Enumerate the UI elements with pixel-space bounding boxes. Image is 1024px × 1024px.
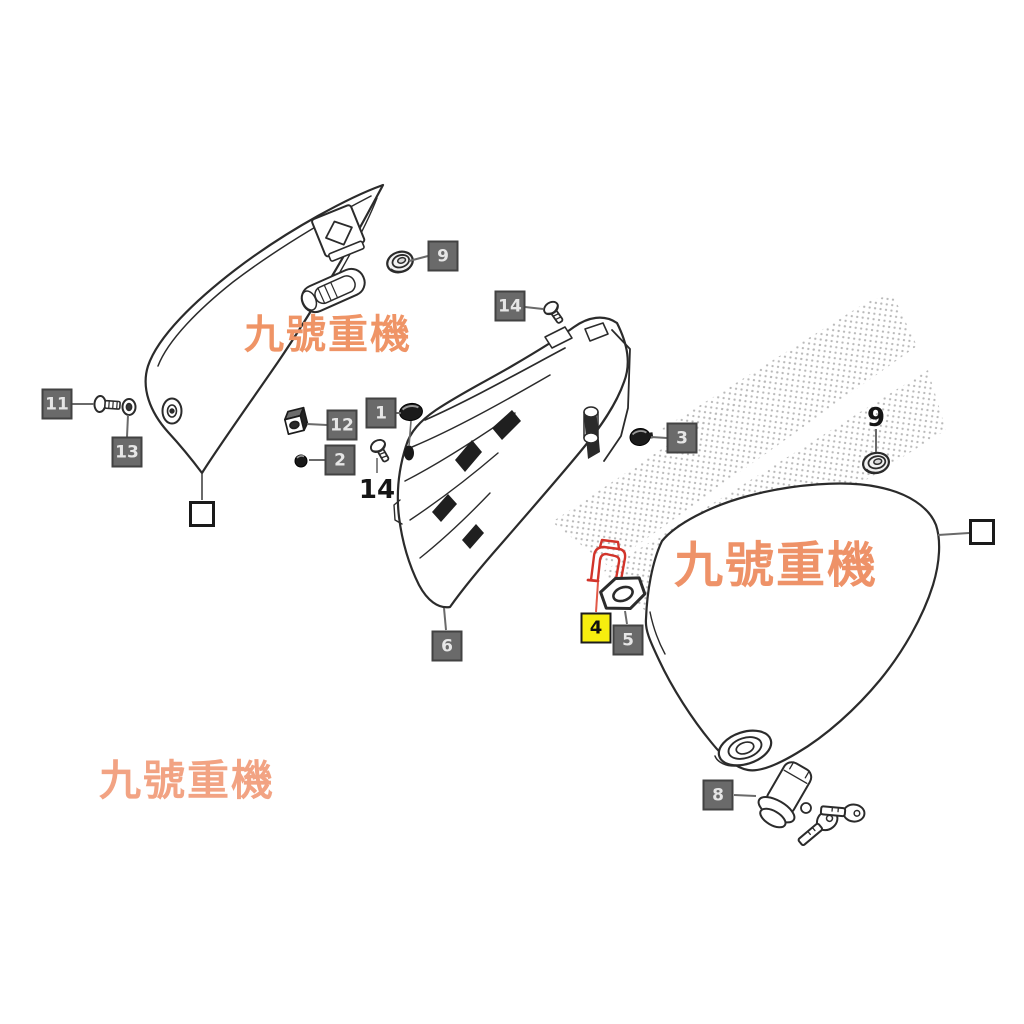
callout-part-8: 8 (702, 779, 734, 811)
callout-part-9: 9 (866, 403, 886, 433)
cover-bolt-boss (161, 397, 183, 425)
leader-line-part4 (595, 581, 599, 613)
callout-part-9: 9 (427, 240, 459, 272)
grommet-9-icon (383, 247, 417, 277)
right-side-cover-drawing (644, 482, 941, 772)
washer-13-icon (121, 398, 137, 416)
watermark-text: 九號重機 (99, 756, 276, 805)
callout-part-5: 5 (612, 624, 644, 656)
lock-cylinder-and-keys (757, 761, 866, 847)
callout-part-11: 11 (41, 388, 73, 420)
inner-bracket-drawing (393, 316, 631, 609)
leader-lines (72, 255, 970, 797)
callout-part-2: 2 (324, 444, 356, 476)
callout-part-4: 4 (580, 612, 612, 644)
callout-part-3: 3 (666, 422, 698, 454)
grommet-1-icon (399, 402, 423, 422)
callout-part-6: 6 (431, 630, 463, 662)
watermark-text: 九號重機 (244, 312, 412, 358)
cover-peg (300, 267, 366, 314)
nut-2-icon (294, 454, 308, 468)
watermark-text: 九號重機 (674, 537, 879, 594)
callout-empty-box (969, 519, 995, 545)
screw-14-icon (367, 436, 394, 466)
cover-latch-plate (311, 204, 366, 262)
screw-14-icon (540, 298, 568, 328)
key-icon (819, 803, 866, 823)
lock-boss (717, 729, 773, 767)
bracket-boss (583, 406, 599, 444)
callout-part-13: 13 (111, 436, 143, 468)
callout-part-1: 1 (365, 397, 397, 429)
callout-part-14: 14 (358, 475, 396, 505)
bolt-11-icon (93, 395, 121, 413)
grommet-3-icon (629, 427, 654, 447)
gasket-5-icon (599, 576, 647, 611)
callout-part-14: 14 (494, 290, 526, 322)
callout-empty-box (189, 501, 215, 527)
left-side-cover-drawing (144, 183, 385, 475)
clip-12-icon (283, 406, 309, 436)
callout-part-12: 12 (326, 409, 358, 441)
